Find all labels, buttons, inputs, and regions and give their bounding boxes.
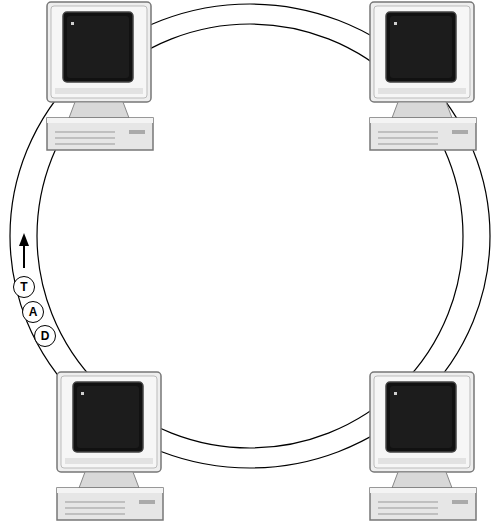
direction-arrow bbox=[19, 233, 29, 268]
computer-icon bbox=[370, 372, 476, 520]
token-circle: T bbox=[13, 276, 35, 298]
token-circle: D bbox=[34, 325, 56, 347]
computer-icon bbox=[57, 372, 163, 520]
computer-icon bbox=[370, 2, 476, 150]
computer-icon bbox=[47, 2, 153, 150]
token-letter: D bbox=[41, 330, 50, 342]
token-circle: A bbox=[22, 301, 44, 323]
token-letter: A bbox=[29, 306, 38, 318]
token-letter: T bbox=[20, 281, 27, 293]
